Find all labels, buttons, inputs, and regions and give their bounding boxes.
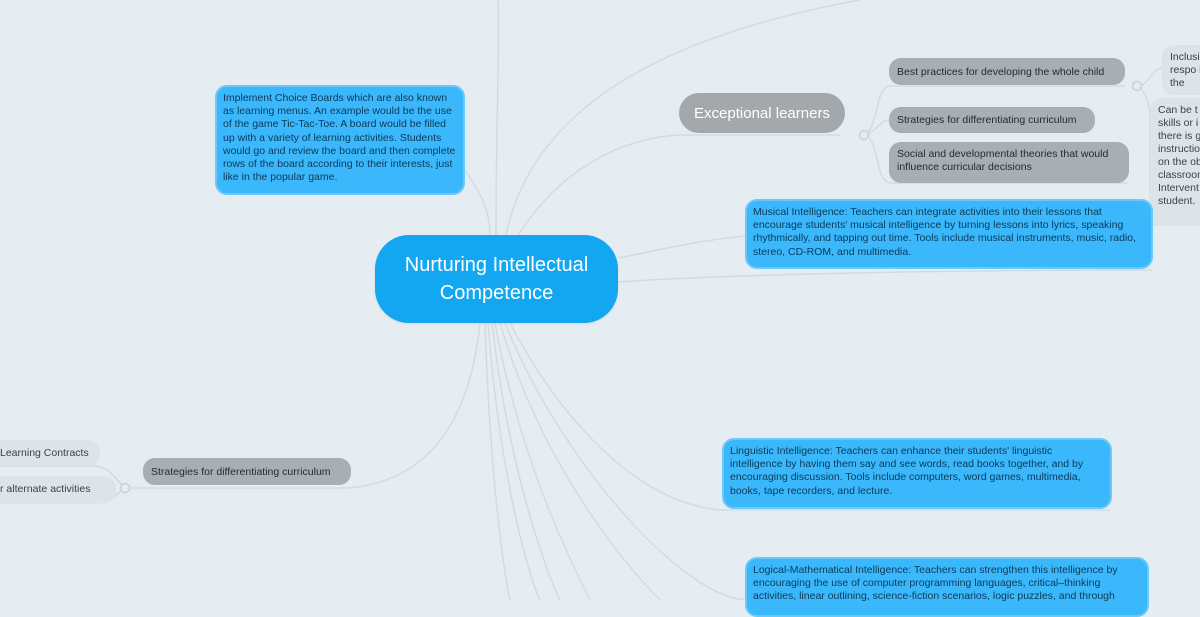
inclusion-topic[interactable]: Inclusi respo in the — [1162, 45, 1200, 95]
linguistic-intelligence-topic[interactable]: Linguistic Intelligence: Teachers can en… — [722, 438, 1112, 509]
choice-boards-topic[interactable]: Implement Choice Boards which are also k… — [215, 85, 465, 195]
learning-contracts-topic[interactable]: Learning Contracts — [0, 440, 100, 466]
can-be-label: Can be t skills or i there is g instruct… — [1158, 104, 1200, 207]
logical-mathematical-intelligence-text: Logical-Mathematical Intelligence: Teach… — [753, 564, 1118, 603]
strategies-right-label: Strategies for differentiating curriculu… — [897, 114, 1077, 126]
choice-boards-text: Implement Choice Boards which are also k… — [223, 92, 456, 184]
exceptional-learners-label: Exceptional learners — [694, 104, 830, 122]
best-practices-topic[interactable]: Best practices for developing the whole … — [889, 58, 1125, 85]
alternate-activities-topic[interactable]: r alternate activities — [0, 476, 116, 503]
strategies-left-topic[interactable]: Strategies for differentiating curriculu… — [143, 458, 351, 485]
linguistic-intelligence-text: Linguistic Intelligence: Teachers can en… — [730, 445, 1084, 497]
strategies-left-label: Strategies for differentiating curriculu… — [151, 465, 331, 478]
exceptional-learners-topic[interactable]: Exceptional learners — [679, 93, 845, 133]
can-be-topic[interactable]: Can be t skills or i there is g instruct… — [1150, 98, 1200, 226]
alternate-activities-label: r alternate activities — [0, 483, 91, 495]
strategies-right-topic[interactable]: Strategies for differentiating curriculu… — [889, 107, 1095, 133]
central-topic-label: Nurturing Intellectual Competence — [404, 254, 589, 304]
inclusion-label: Inclusi respo in the — [1170, 51, 1200, 89]
best-practices-label: Best practices for developing the whole … — [897, 65, 1105, 78]
social-theories-topic[interactable]: Social and developmental theories that w… — [889, 142, 1129, 183]
connector-lines — [0, 0, 1200, 600]
social-theories-label: Social and developmental theories that w… — [897, 148, 1109, 173]
learning-contracts-label: Learning Contracts — [0, 446, 89, 459]
musical-intelligence-text: Musical Intelligence: Teachers can integ… — [753, 206, 1137, 258]
central-topic[interactable]: Nurturing Intellectual Competence — [375, 235, 618, 323]
musical-intelligence-topic[interactable]: Musical Intelligence: Teachers can integ… — [745, 199, 1153, 269]
logical-mathematical-intelligence-topic[interactable]: Logical-Mathematical Intelligence: Teach… — [745, 557, 1149, 617]
